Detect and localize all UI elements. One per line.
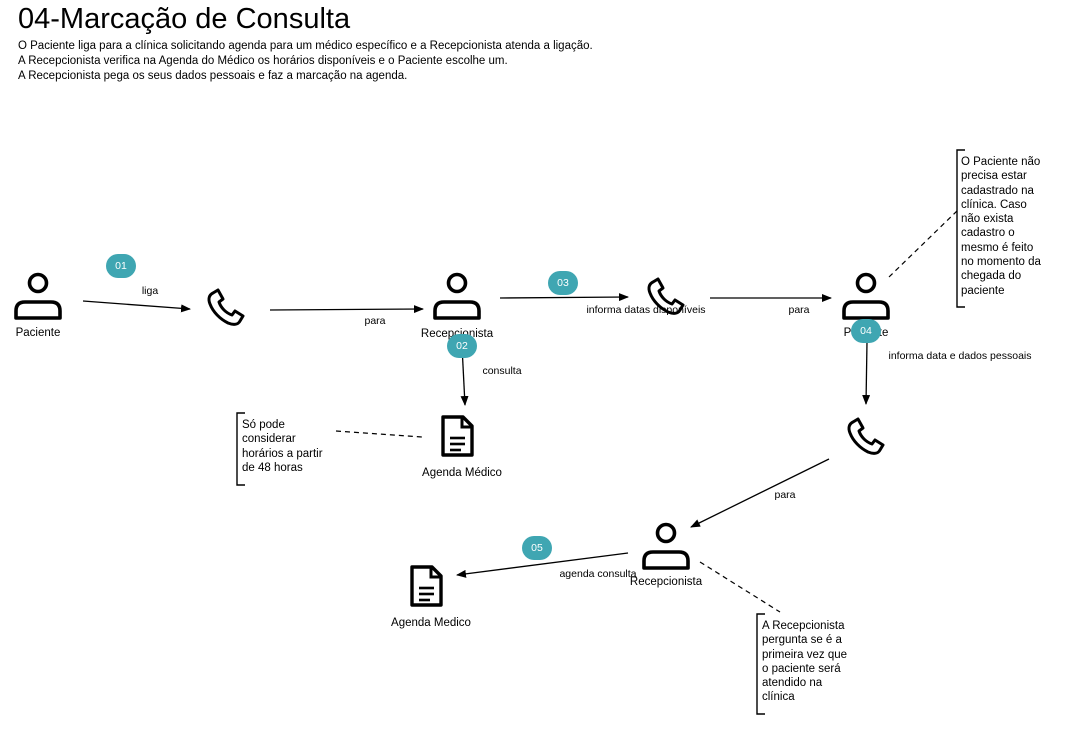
node-label-agenda-medico: Agenda Medico	[391, 617, 471, 629]
phone-icon	[207, 288, 245, 326]
description-line-3: A Recepcionista pega os seus dados pesso…	[18, 70, 408, 82]
note-horarios: Só pode considerar horários a partir de …	[242, 419, 323, 474]
edge-agenda-consulta	[456, 552, 629, 578]
edge-label-consulta: consulta	[482, 365, 522, 377]
page-title: 04-Marcação de Consulta	[18, 3, 351, 35]
step-badge-02: 02	[447, 334, 477, 358]
edge-label-para: para	[788, 304, 810, 316]
edge-label-liga: liga	[141, 285, 159, 297]
connector-note-cadastro	[888, 209, 959, 278]
step-badge-03: 03	[548, 271, 578, 295]
node-label-recepcionista: Recepcionista	[629, 576, 703, 588]
person-icon	[14, 272, 62, 320]
edge-label-informa-dados: informa data e dados pessoais	[888, 350, 1032, 362]
edge-para-1	[269, 305, 424, 314]
note-bracket-primeira-vez	[756, 613, 765, 715]
edge-informa-dados	[862, 341, 871, 405]
note-primeira-vez: A Recepcionista pergunta se é a primeira…	[762, 620, 848, 704]
step-badge-01: 01	[106, 254, 136, 278]
description-line-1: O Paciente liga para a clínica solicitan…	[18, 40, 593, 52]
edge-liga	[82, 300, 191, 313]
person-icon	[433, 272, 481, 320]
edge-label-para: para	[774, 489, 796, 501]
person-icon	[642, 522, 690, 570]
person-icon	[842, 272, 890, 320]
description-line-2: A Recepcionista verifica na Agenda do Mé…	[18, 55, 508, 67]
edge-label-informa-datas: informa datas disponíveis	[586, 304, 706, 316]
node-label-agenda-medico: Agenda Médico	[422, 467, 502, 479]
edge-para-3	[690, 458, 830, 528]
connector-note-primeira-vez	[699, 561, 781, 613]
note-cadastro: O Paciente não precisa estar cadastrado …	[961, 156, 1041, 297]
edge-label-agenda-consulta: agenda consulta	[559, 568, 637, 580]
note-bracket-cadastro	[956, 149, 965, 308]
connector-note-horarios	[335, 430, 423, 438]
phone-icon	[847, 417, 885, 455]
edge-label-para: para	[364, 315, 386, 327]
node-label-paciente: Paciente	[15, 327, 61, 339]
document-icon	[410, 565, 443, 607]
edge-informa-datas	[499, 293, 629, 302]
step-badge-04: 04	[851, 319, 881, 343]
step-badge-05: 05	[522, 536, 552, 560]
note-bracket-horarios	[236, 412, 245, 486]
document-icon	[441, 415, 474, 457]
